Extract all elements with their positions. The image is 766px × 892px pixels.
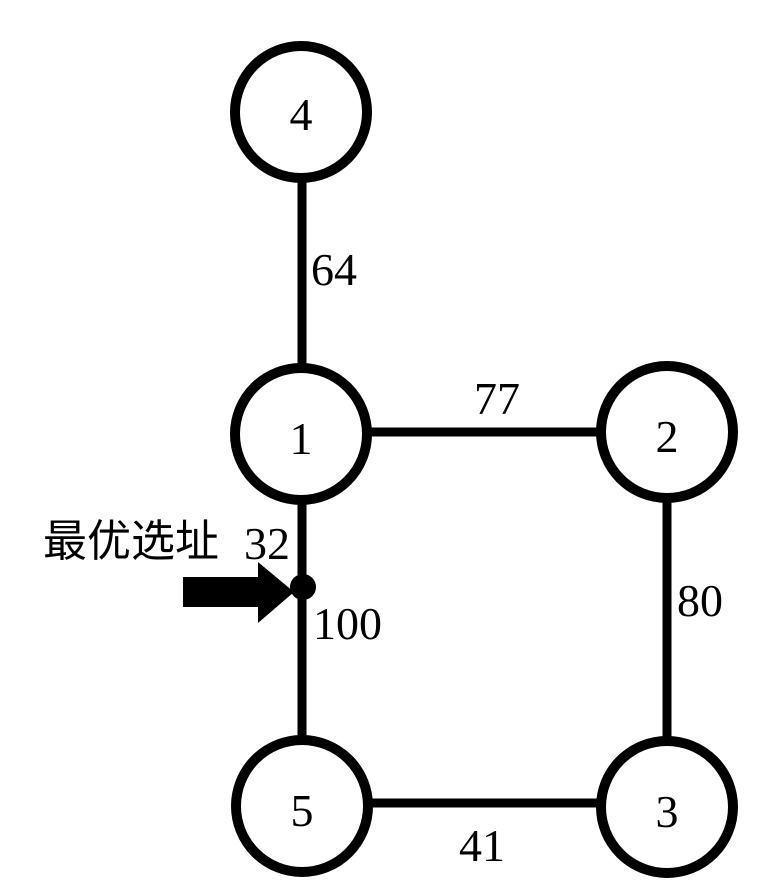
node-5-circle [231,735,373,877]
node-2-label: 2 [656,411,679,462]
node-5: 5 [231,735,373,877]
node-2-circle [596,361,738,503]
node-4: 4 [230,41,372,183]
node-5-label: 5 [291,785,314,836]
node-2: 2 [596,361,738,503]
node-1-label: 1 [290,413,313,464]
annotation-label: 最优选址 [43,517,219,566]
edge-weight-4-1: 64 [311,244,357,295]
node-1: 1 [230,363,372,505]
edge-weight-point-5: 100 [313,598,382,649]
edge-weight-1-2: 77 [474,373,520,424]
node-3-label: 3 [656,786,679,837]
node-3: 3 [596,736,738,878]
node-3-circle [596,736,738,878]
optimal-point-dot [290,574,316,600]
node-1-circle [230,363,372,505]
node-4-circle [230,41,372,183]
edge-weight-5-3: 41 [459,820,505,871]
edge-weight-1-point: 32 [244,518,290,569]
edge-weight-2-3: 80 [677,575,723,626]
arrow-right-icon [183,562,294,623]
node-4-label: 4 [290,89,313,140]
